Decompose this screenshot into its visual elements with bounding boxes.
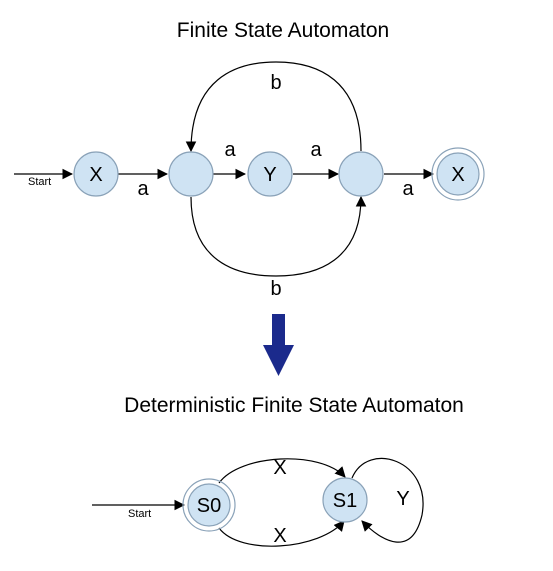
nfa-edge-label-4: a — [402, 178, 414, 200]
dfa-state-s1 — [322, 477, 368, 523]
dfa-s0-ring — [182, 478, 236, 532]
nfa-edge-label-2: a — [224, 139, 236, 161]
dfa-title: Deterministic Finite State Automaton — [124, 394, 464, 417]
dfa-start-label: Start — [128, 508, 151, 520]
nfa-title: Finite State Automaton — [177, 19, 389, 42]
nfa-state-final — [436, 152, 480, 196]
dfa-edge-s1-loop — [351, 457, 424, 543]
dfa-state-s1-label: S1 — [333, 490, 357, 512]
dfa-edge-label-top: X — [273, 457, 286, 479]
nfa-state-x — [73, 151, 119, 197]
dfa-edge-s0-to-s1-top — [218, 458, 346, 484]
nfa-state-q1 — [168, 151, 214, 197]
nfa-edge-label-skip: b — [270, 278, 281, 300]
nfa-edge-skip — [190, 195, 367, 277]
nfa-edge-label-3: a — [310, 139, 322, 161]
nfa-state-y — [247, 151, 293, 197]
nfa-state-y-label: Y — [263, 164, 276, 186]
nfa-state-x-label: X — [89, 164, 102, 186]
conversion-arrow-icon — [263, 314, 294, 376]
dfa-state-s0 — [187, 483, 231, 527]
nfa-state-final-label: X — [451, 164, 464, 186]
nfa-edge-label-back: b — [270, 72, 281, 94]
dfa-state-s0-label: S0 — [197, 495, 221, 517]
dfa-edge-label-bottom: X — [273, 525, 286, 547]
nfa-final-ring — [431, 147, 485, 201]
dfa-edge-label-loop: Y — [396, 488, 409, 510]
nfa-edge-label-1: a — [137, 178, 149, 200]
nfa-edge-back-loop — [185, 61, 362, 153]
nfa-start-label: Start — [28, 176, 51, 188]
dfa-edge-s0-to-s1-bottom — [218, 520, 345, 547]
nfa-state-q2 — [338, 151, 384, 197]
